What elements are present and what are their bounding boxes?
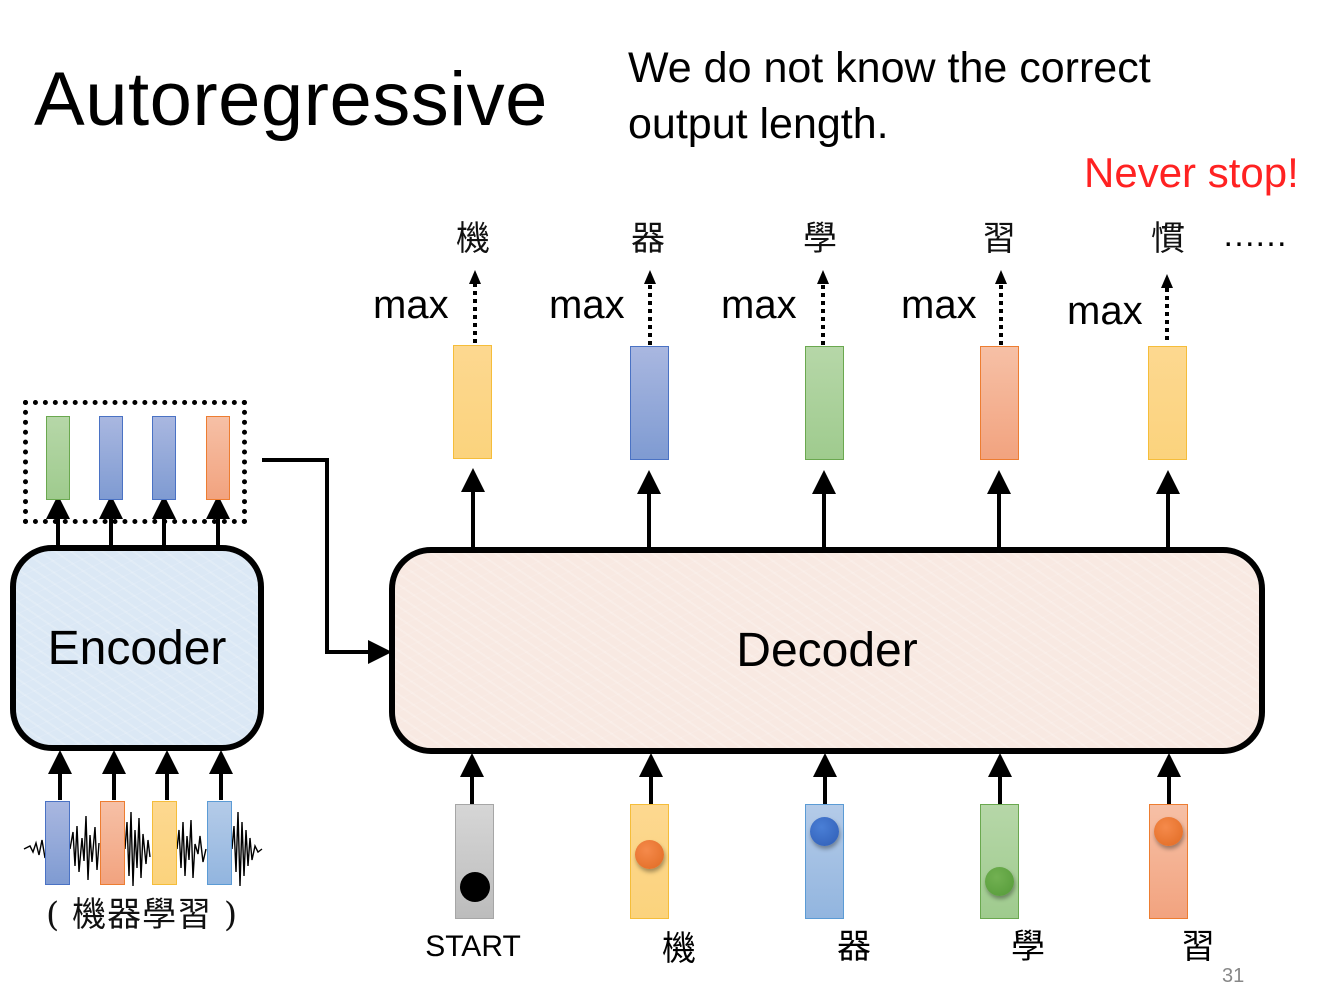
- max-label: max: [1067, 289, 1143, 333]
- encoder-input-vector: [207, 801, 232, 885]
- output-token: 慣: [1151, 219, 1185, 259]
- one-hot-dot: [460, 872, 490, 902]
- decoder-output-arrows: [461, 468, 1180, 547]
- encoder-output-vector: [152, 416, 176, 500]
- decoder-input-vector: [1149, 804, 1188, 919]
- decoder-input-vector: [630, 804, 669, 919]
- decoder-input-label-start: START: [425, 930, 521, 963]
- encoder-output-vector: [206, 416, 230, 500]
- output-token: 習: [982, 219, 1016, 259]
- encoder-to-decoder-arrow: [262, 458, 392, 664]
- decoder-input-label: 學: [1011, 927, 1045, 967]
- encoder-input-caption: ( 機器學習 ): [46, 895, 239, 935]
- encoder-input-vector: [45, 801, 70, 885]
- decoder-input-label: 習: [1181, 927, 1215, 967]
- max-label: max: [901, 283, 977, 327]
- output-token: 器: [631, 219, 665, 259]
- continuation-ellipsis: ……: [1222, 216, 1288, 254]
- decoder-input-arrows: [460, 753, 1181, 805]
- encoder-input-vector: [100, 801, 125, 885]
- encoder-output-arrows: [46, 495, 230, 545]
- output-distribution-vector: [630, 346, 669, 460]
- encoder-output-vector: [99, 416, 123, 500]
- encoder-label: Encoder: [47, 621, 227, 675]
- page-number: 31: [1222, 965, 1245, 987]
- decoder-input-vector: [805, 804, 844, 919]
- one-hot-dot: [985, 867, 1014, 896]
- speech-waveform: [23, 811, 263, 887]
- decoder-label: Decoder: [736, 624, 918, 677]
- output-token: 學: [803, 219, 837, 259]
- one-hot-dot: [1154, 817, 1183, 846]
- max-label: max: [549, 283, 625, 327]
- decoder-input-vector: [980, 804, 1019, 919]
- decoder-block: Decoder: [389, 547, 1265, 754]
- max-arrowheads: [469, 270, 1173, 288]
- one-hot-dot: [810, 817, 839, 846]
- max-label: max: [373, 283, 449, 327]
- encoder-output-group: [23, 400, 247, 524]
- output-token: 機: [456, 219, 490, 259]
- encoder-input-arrows: [48, 750, 233, 800]
- slide-subtitle: We do not know the correct output length…: [628, 44, 1151, 148]
- decoder-input-vector-start: [455, 804, 494, 919]
- output-distribution-vector: [1148, 346, 1187, 460]
- output-distribution-vector: [980, 346, 1019, 460]
- output-distribution-vector: [453, 345, 492, 459]
- never-stop-callout: Never stop!: [1084, 149, 1299, 196]
- encoder-input-vector: [152, 801, 177, 885]
- slide-title: Autoregressive: [34, 57, 548, 142]
- one-hot-dot: [635, 840, 664, 869]
- encoder-output-vector: [46, 416, 70, 500]
- decoder-input-label: 器: [837, 927, 871, 967]
- max-label: max: [721, 283, 797, 327]
- encoder-block: Encoder: [10, 545, 264, 751]
- max-dotted-arrows: [473, 282, 1169, 345]
- decoder-input-label: 機: [662, 929, 696, 969]
- output-distribution-vector: [805, 346, 844, 460]
